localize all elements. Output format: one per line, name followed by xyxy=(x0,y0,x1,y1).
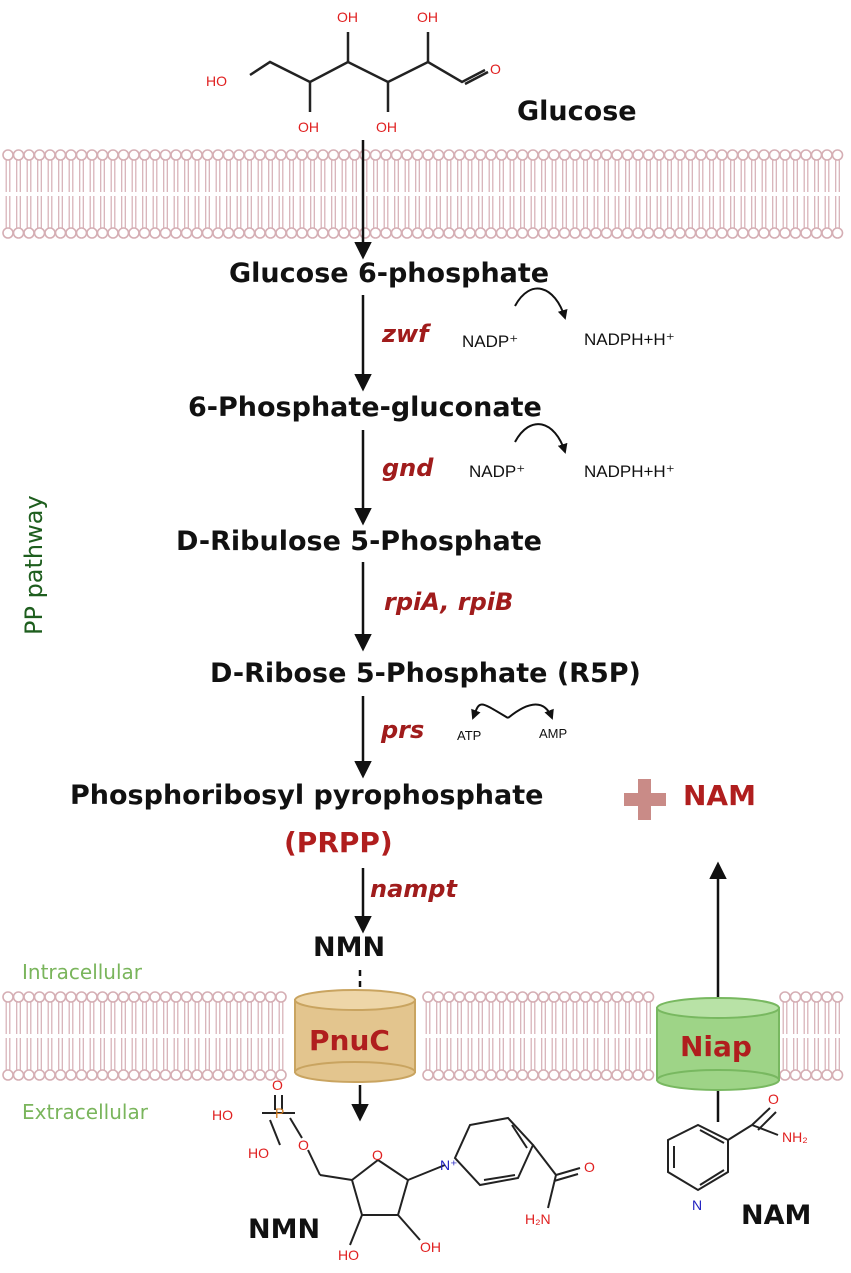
cofactor-nadph-2: NADPH+H⁺ xyxy=(584,462,675,481)
nmn-amide-nh2: H₂N xyxy=(525,1211,551,1227)
nam-amide-nh2: NH₂ xyxy=(782,1129,808,1145)
nmn-oh-2: OH xyxy=(420,1239,441,1255)
glucose-aldehyde-o: O xyxy=(490,61,501,77)
membrane-top xyxy=(2,149,844,239)
niap-label: Niap xyxy=(680,1030,752,1063)
nam-label-top: NAM xyxy=(683,779,756,812)
step-prpp-abbr: (PRPP) xyxy=(284,826,393,859)
cofactor-arrows xyxy=(471,287,568,720)
glucose-oh-1: OH xyxy=(337,9,358,25)
pnuc-label: PnuC xyxy=(309,1024,390,1057)
nmn-ring-o: O xyxy=(372,1147,383,1163)
glucose-structure xyxy=(249,32,489,112)
nmn-ho-2: HO xyxy=(248,1145,269,1161)
nmn-amide-o: O xyxy=(584,1159,595,1175)
nmn-phosphorus: P xyxy=(275,1105,284,1121)
cofactor-nadp-1: NADP⁺ xyxy=(462,332,519,351)
membrane-bottom xyxy=(2,991,844,1081)
glucose-oh-4: OH xyxy=(376,119,397,135)
nam-amide-o: O xyxy=(768,1091,779,1107)
glucose-ho: HO xyxy=(206,73,227,89)
cofactor-atp: ATP xyxy=(457,728,482,743)
enzyme-zwf: zwf xyxy=(382,320,429,348)
nmn-oh-1: HO xyxy=(338,1247,359,1263)
glucose-label: Glucose xyxy=(517,96,637,127)
niap-transporter-shape xyxy=(656,997,780,1091)
intracellular-label: Intracellular xyxy=(22,960,143,984)
nmn-pyridinium-n: N⁺ xyxy=(440,1157,458,1173)
nam-label-bottom: NAM xyxy=(741,1200,812,1231)
enzyme-prs: prs xyxy=(381,716,425,744)
nam-pyridine-n: N xyxy=(692,1197,702,1213)
step-6-phosphate-gluconate: 6-Phosphate-gluconate xyxy=(188,392,542,423)
step-d-ribose-5-phosphate: D-Ribose 5-Phosphate (R5P) xyxy=(210,658,641,689)
step-nmn-intracellular: NMN xyxy=(313,932,386,963)
step-glucose-6-phosphate: Glucose 6-phosphate xyxy=(229,258,550,289)
pnuc-transporter-shape xyxy=(294,989,416,1083)
step-d-ribulose-5-phosphate: D-Ribulose 5-Phosphate xyxy=(176,526,542,557)
step-prpp: Phosphoribosyl pyrophosphate xyxy=(70,780,544,811)
plus-icon xyxy=(624,779,666,820)
cofactor-nadp-2: NADP⁺ xyxy=(469,462,526,481)
extracellular-label: Extracellular xyxy=(22,1100,148,1124)
cofactor-amp: AMP xyxy=(539,726,568,741)
nmn-label-bottom: NMN xyxy=(248,1214,321,1245)
pp-pathway-label: PP pathway xyxy=(20,495,48,635)
cofactor-nadph-1: NADPH+H⁺ xyxy=(584,330,675,349)
enzyme-nampt: nampt xyxy=(370,875,457,903)
nmn-structure xyxy=(262,1095,581,1246)
enzyme-gnd: gnd xyxy=(382,454,434,482)
glucose-oh-3: OH xyxy=(298,119,319,135)
glucose-oh-2: OH xyxy=(417,9,438,25)
nmn-ester-o: O xyxy=(298,1137,309,1153)
enzyme-rpia-rpib: rpiA, rpiB xyxy=(384,588,514,616)
nam-structure xyxy=(667,1107,779,1192)
nmn-ho-1: HO xyxy=(212,1107,233,1123)
nmn-phosphate-o: O xyxy=(272,1077,283,1093)
